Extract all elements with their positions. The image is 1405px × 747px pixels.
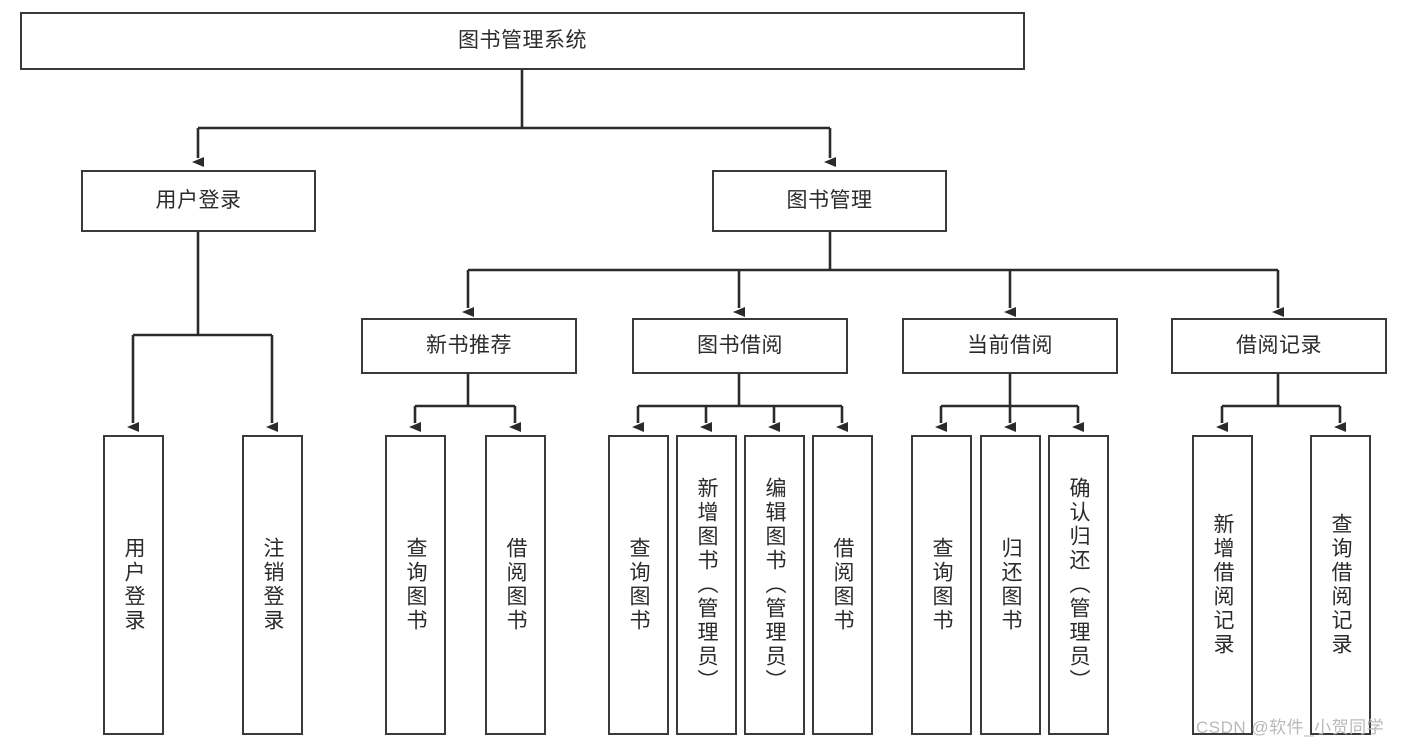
node-leaf-user-logout[interactable]: 注销登录 bbox=[242, 435, 303, 735]
node-leaf-add-record[interactable]: 新增借阅记录 bbox=[1192, 435, 1253, 735]
node-leaf-borrow-book-1[interactable]: 借阅图书 bbox=[485, 435, 546, 735]
node-leaf-borrow-book-2[interactable]: 借阅图书 bbox=[812, 435, 873, 735]
node-book-manage[interactable]: 图书管理 bbox=[712, 170, 947, 232]
node-leaf-query-book-1[interactable]: 查询图书 bbox=[385, 435, 446, 735]
node-leaf-edit-book-label: 编辑图书（管理员） bbox=[763, 477, 786, 693]
node-user-login-label: 用户登录 bbox=[155, 188, 242, 212]
node-borrow-record-label: 借阅记录 bbox=[1236, 333, 1322, 357]
node-leaf-user-login[interactable]: 用户登录 bbox=[103, 435, 164, 735]
node-leaf-query-book-3-label: 查询图书 bbox=[930, 537, 953, 633]
node-leaf-add-book-label: 新增图书（管理员） bbox=[695, 477, 718, 693]
node-leaf-borrow-book-1-label: 借阅图书 bbox=[504, 537, 527, 633]
node-leaf-query-record[interactable]: 查询借阅记录 bbox=[1310, 435, 1371, 735]
node-book-borrow-label: 图书借阅 bbox=[697, 333, 783, 357]
node-leaf-borrow-book-2-label: 借阅图书 bbox=[831, 537, 854, 633]
node-leaf-query-record-label: 查询借阅记录 bbox=[1329, 513, 1352, 657]
node-new-book-recommend-label: 新书推荐 bbox=[426, 333, 512, 357]
node-leaf-user-logout-label: 注销登录 bbox=[261, 537, 284, 633]
node-leaf-query-book-2-label: 查询图书 bbox=[627, 537, 650, 633]
node-leaf-edit-book[interactable]: 编辑图书（管理员） bbox=[744, 435, 805, 735]
node-user-login[interactable]: 用户登录 bbox=[81, 170, 316, 232]
node-leaf-add-record-label: 新增借阅记录 bbox=[1211, 513, 1234, 657]
node-new-book-recommend[interactable]: 新书推荐 bbox=[361, 318, 577, 374]
node-book-manage-label: 图书管理 bbox=[786, 188, 873, 212]
node-root[interactable]: 图书管理系统 bbox=[20, 12, 1025, 70]
node-book-borrow[interactable]: 图书借阅 bbox=[632, 318, 848, 374]
node-leaf-query-book-1-label: 查询图书 bbox=[404, 537, 427, 633]
node-borrow-record[interactable]: 借阅记录 bbox=[1171, 318, 1387, 374]
node-current-borrow[interactable]: 当前借阅 bbox=[902, 318, 1118, 374]
node-root-label: 图书管理系统 bbox=[458, 28, 587, 52]
node-leaf-add-book[interactable]: 新增图书（管理员） bbox=[676, 435, 737, 735]
node-leaf-return-book-label: 归还图书 bbox=[999, 537, 1022, 633]
node-leaf-confirm-return-label: 确认归还（管理员） bbox=[1067, 477, 1090, 693]
watermark-text: CSDN @软件_小贺同学 bbox=[1196, 718, 1385, 737]
node-leaf-confirm-return[interactable]: 确认归还（管理员） bbox=[1048, 435, 1109, 735]
node-leaf-user-login-label: 用户登录 bbox=[122, 537, 145, 633]
node-leaf-query-book-3[interactable]: 查询图书 bbox=[911, 435, 972, 735]
node-leaf-return-book[interactable]: 归还图书 bbox=[980, 435, 1041, 735]
node-current-borrow-label: 当前借阅 bbox=[967, 333, 1053, 357]
node-leaf-query-book-2[interactable]: 查询图书 bbox=[608, 435, 669, 735]
